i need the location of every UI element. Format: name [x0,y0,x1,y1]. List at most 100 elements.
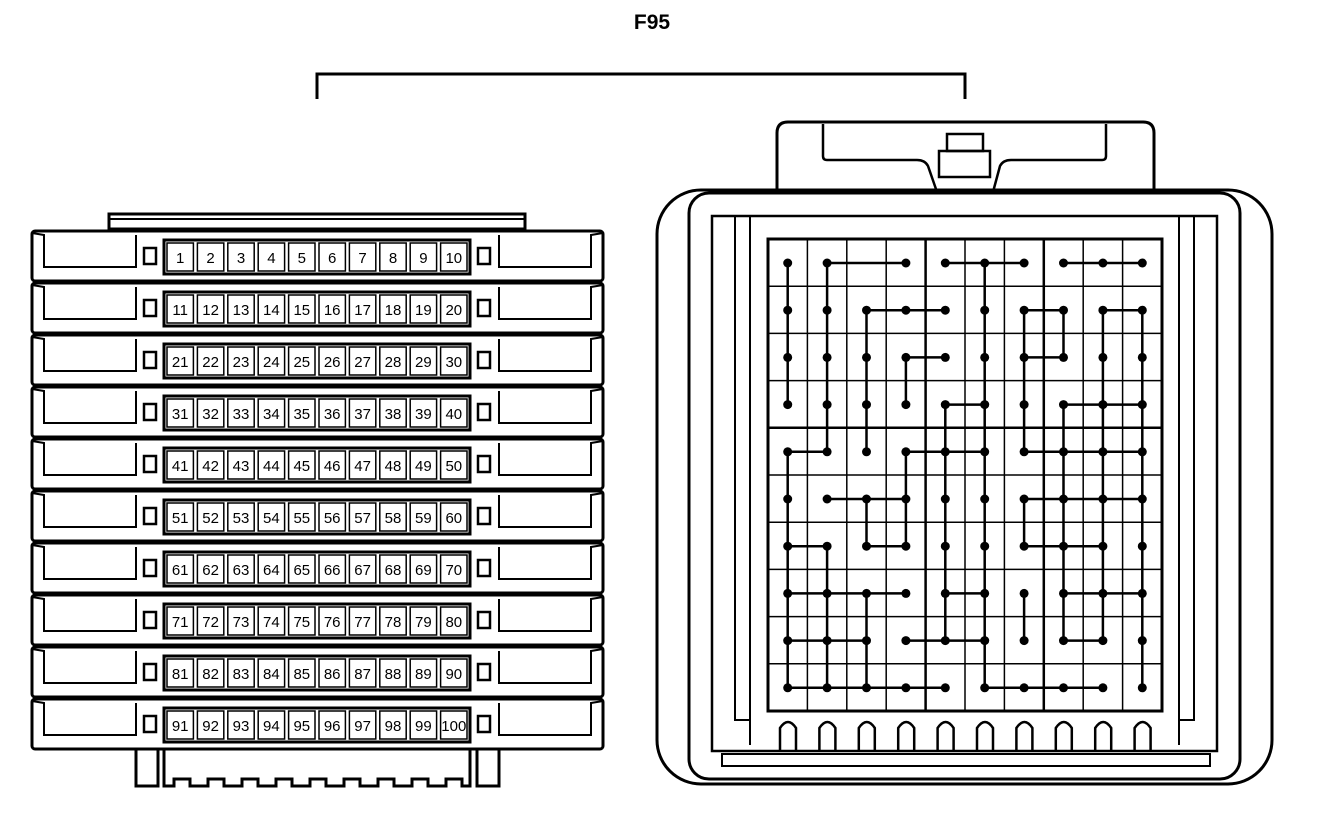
pin-cell [439,242,468,272]
pin-number: 98 [385,718,402,735]
pin-number: 76 [324,614,341,631]
row-body [30,437,605,491]
side-guide-right [1179,216,1195,721]
locator-square [142,454,158,474]
pin-cell [409,450,438,480]
locator-square [476,350,492,370]
pin-number: 3 [237,250,245,267]
pin-cell [318,242,347,272]
pin-cell [318,346,347,376]
pin-number: 75 [293,614,310,631]
terminal-dot [1098,258,1108,268]
pin-block [162,342,472,380]
pin-number: 19 [415,302,432,319]
pin-cell [409,294,438,324]
terminal-dot [901,636,911,646]
pin-cell [439,658,468,688]
terminal-dot [862,683,871,693]
right-latch [498,440,604,476]
pin-block [162,654,472,692]
locator-square [142,402,158,422]
terminal-dot [862,447,871,457]
locator-square [476,402,492,422]
pin-cell [227,398,255,428]
pin-cell [257,606,286,636]
row-body [30,333,605,387]
pin-block [162,446,472,484]
pin-number: 85 [293,666,310,683]
pin-number: 39 [415,406,432,423]
row-body [30,697,605,751]
pin-number: 68 [385,562,402,579]
terminal-slot [778,720,798,752]
terminal-dot [1059,683,1068,693]
terminal-dot [783,352,793,362]
pin-cell [409,658,438,688]
terminal-dot [1059,352,1068,362]
terminal-dot [862,494,871,504]
pin-cell [287,710,316,740]
terminal-dot [980,636,990,646]
housing-outer [655,188,1274,786]
pin-cell [227,606,255,636]
pin-number: 91 [172,718,189,735]
pin-number: 78 [385,614,402,631]
pin-cell [318,710,347,740]
pin-number: 53 [233,510,250,527]
pin-block [162,706,472,744]
pin-cell [409,554,438,584]
pin-cell [439,398,468,428]
terminal-dot [1137,636,1147,646]
pin-cell [166,658,195,688]
terminal-dot [862,588,871,598]
left-latch [31,596,137,632]
terminal-dot [822,305,832,315]
terminal-dot [901,258,911,268]
row-body [30,541,605,595]
pin-cell [348,710,377,740]
left-latch [31,440,137,476]
pin-block [162,602,472,640]
right-latch [498,492,604,528]
terminal-dot [940,400,950,410]
pin-number: 6 [328,250,336,267]
pin-cell [166,242,195,272]
terminal-dot [1098,541,1108,551]
terminal-dot [1019,588,1029,598]
pin-cell [166,398,195,428]
terminal-dot [1019,541,1029,551]
pin-cell [348,398,377,428]
pin-cell [439,346,468,376]
pin-number: 9 [419,250,427,267]
cavity-frame [710,214,1219,753]
locator-square [142,714,158,734]
locator-square [142,662,158,682]
pin-cell [348,606,377,636]
pin-number: 60 [445,510,462,527]
pin-number: 62 [202,562,219,579]
terminal-dot [940,305,950,315]
pin-number: 23 [233,354,250,371]
pin-cell [409,242,438,272]
terminal-dot [940,636,950,646]
pin-number: 72 [202,614,219,631]
terminal-dot [940,352,950,362]
row-body [30,489,605,543]
terminal-dot [1137,447,1147,457]
pin-cell [257,398,286,428]
base-leg-left [134,749,160,788]
pin-number: 74 [263,614,280,631]
pin-cell [166,450,195,480]
terminal-slot [896,720,916,752]
pin-number: 29 [415,354,432,371]
pin-cell [287,398,316,428]
pin-cell [257,658,286,688]
pin-cell [348,346,377,376]
pin-cell [318,294,347,324]
base-leg-right [475,749,501,788]
